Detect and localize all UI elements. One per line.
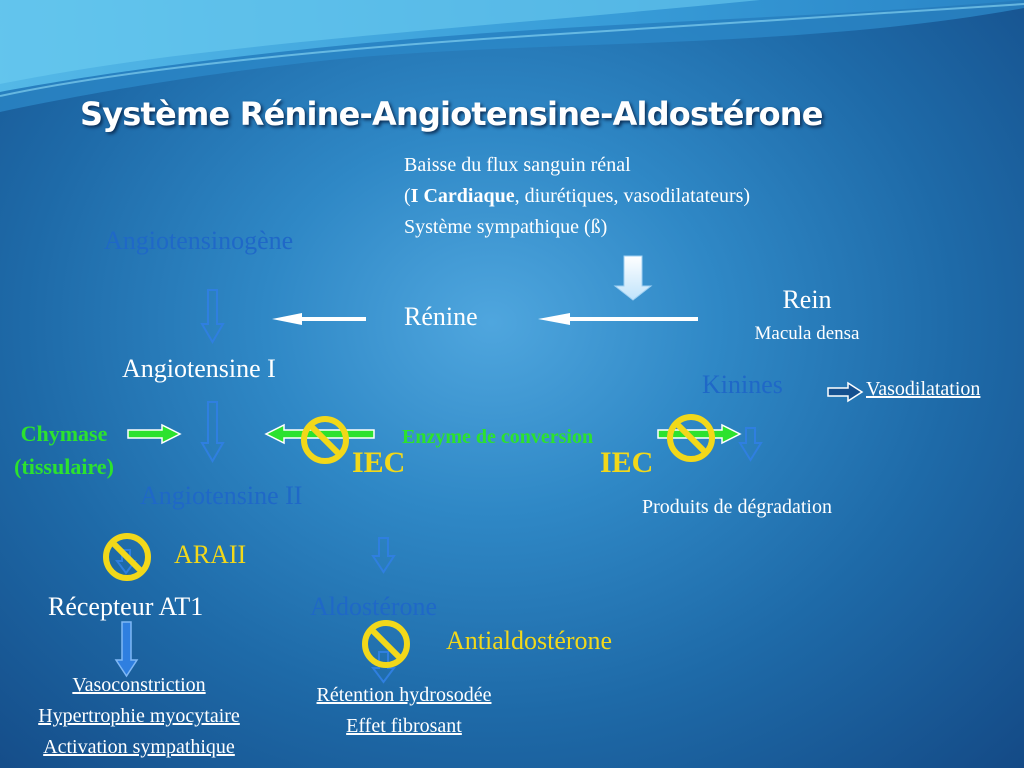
stimulus-cardiac: I Cardiaque (410, 185, 515, 207)
enzyme-conversion-label: Enzyme de conversion (402, 426, 594, 448)
stimulus-line-3: Système sympathique (ß) (404, 216, 608, 238)
stimulus-paren: ( (404, 185, 411, 207)
effect-vasoconstriction: Vasoconstriction (72, 674, 206, 696)
effect-retention-hydrosodee: Rétention hydrosodée (316, 684, 492, 706)
stimulus-drugs: , diurétiques, vasodilatateurs) (514, 185, 751, 207)
effect-hypertrophie: Hypertrophie myocytaire (38, 705, 240, 727)
kinines-label: Kinines (702, 370, 783, 399)
iec-left-label: IEC (352, 446, 406, 479)
araii-label: ARAII (174, 540, 247, 569)
chymase-label: Chymase (20, 421, 108, 446)
angiotensine-1-label: Angiotensine I (122, 354, 276, 383)
iec-right-label: IEC (600, 446, 654, 479)
produits-degradation-label: Produits de dégradation (642, 496, 832, 518)
stimulus-line-1: Baisse du flux sanguin rénal (404, 154, 631, 176)
effect-activation-sympathique: Activation sympathique (43, 736, 235, 758)
chymase-tissulaire-label: (tissulaire) (14, 454, 114, 479)
macula-densa-label: Macula densa (754, 323, 860, 344)
aldosterone-label: Aldostérone (310, 592, 438, 621)
effect-fibrosant: Effet fibrosant (346, 715, 462, 737)
slide-title: Système Rénine-Angiotensine-Aldostérone (80, 95, 824, 133)
antialdosterone-label: Antialdostérone (446, 626, 613, 655)
renine-label: Rénine (404, 302, 478, 331)
angiotensine-2-label: Angiotensine II (140, 481, 303, 510)
angiotensinogene-label: Angiotensinogène (104, 226, 294, 255)
recepteur-at1-label: Récepteur AT1 (48, 592, 204, 621)
stimulus-line-2: (I Cardiaque, diurétiques, vasodilatateu… (404, 185, 750, 208)
rein-label: Rein (782, 285, 832, 314)
vasodilatation-label: Vasodilatation (866, 378, 981, 400)
